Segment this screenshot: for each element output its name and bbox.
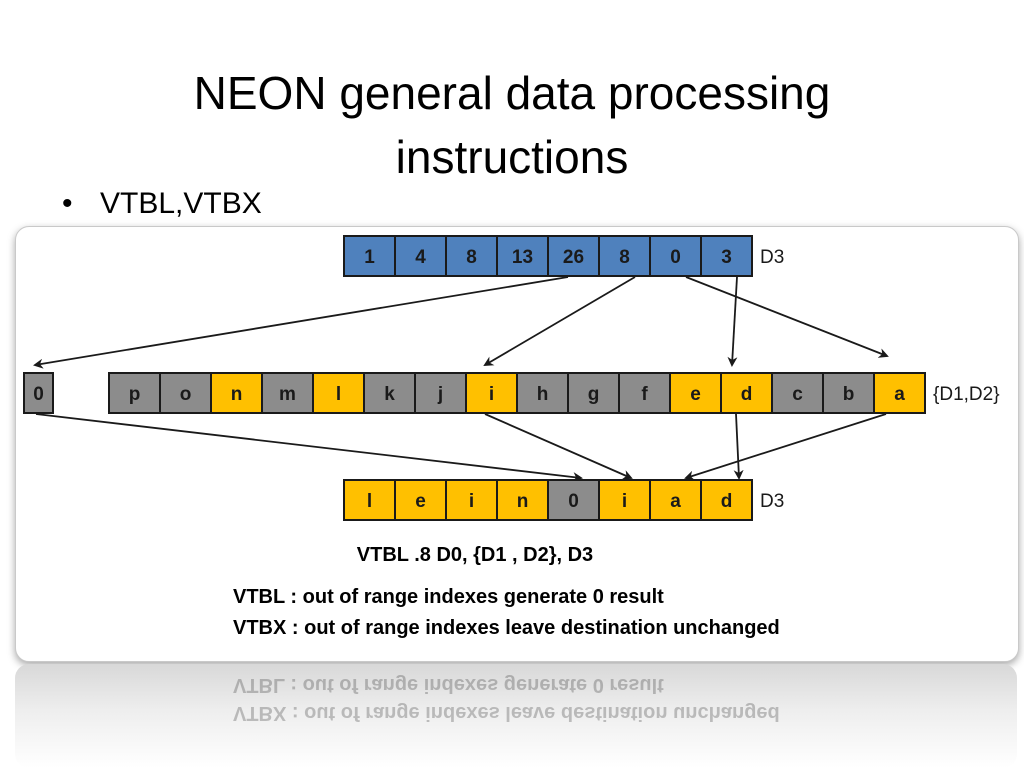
table-register-cell-text: i (489, 384, 494, 405)
table-register-cell-text: g (588, 384, 600, 405)
table-register-label: {D1,D2} (933, 384, 1000, 405)
result-register-cell-text: i (469, 491, 474, 512)
result-register-cell-text: e (415, 491, 426, 512)
table-register-cell-text: m (279, 384, 296, 405)
instruction-text: VTBL .8 D0, {D1 , D2}, D3 (357, 544, 593, 566)
result-register-cell (394, 479, 447, 521)
bullet-dot: • (62, 187, 73, 220)
slide-title: NEON general data processing instruction… (0, 61, 1024, 189)
index-register-cell-text: 26 (563, 247, 584, 268)
index-register-cell (649, 235, 702, 277)
result-register-cell (496, 479, 549, 521)
result-register-cell (547, 479, 600, 521)
table-register-cell-text: k (384, 384, 395, 405)
table-register-cell (210, 372, 263, 414)
table-register-cell (312, 372, 365, 414)
out-of-range-cell (23, 372, 54, 414)
table-register-cell-text: f (641, 384, 648, 405)
title-line-2: instructions (395, 130, 629, 183)
index-register-cell-text: 13 (512, 247, 533, 268)
table-register-cell (363, 372, 416, 414)
table-register-cell (414, 372, 467, 414)
arrow-index-8-to-i (483, 276, 636, 367)
arrow-index-0-to-a (685, 276, 889, 358)
reflection-note-vtbl: VTBL : out of range indexes generate 0 r… (233, 674, 664, 696)
result-register-cell-text: n (517, 491, 529, 512)
arrow-i-to-result (484, 413, 633, 480)
note-vtbx: VTBX : out of range indexes leave destin… (233, 617, 780, 639)
mapping-arrows (33, 276, 889, 483)
index-register-cell-text: 3 (721, 247, 732, 268)
result-register-cell-text: d (721, 491, 733, 512)
table-register-cell (567, 372, 620, 414)
index-register-cell (598, 235, 651, 277)
index-register-cell-text: 8 (466, 247, 477, 268)
out-of-range-zero-cell: 0 (23, 372, 54, 414)
arrow-index-26-to-zero (33, 276, 569, 369)
result-register-cell (700, 479, 753, 521)
table-register-cell (771, 372, 824, 414)
table-register-cell-text: j (437, 384, 443, 405)
note-vtbl: VTBL : out of range indexes generate 0 r… (233, 586, 664, 608)
result-register-cell-text: a (670, 491, 681, 512)
table-register-cell (873, 372, 926, 414)
table-register-cell-text: h (537, 384, 549, 405)
index-register-cell-text: 4 (415, 247, 426, 268)
bullet-text: VTBL,VTBX (100, 187, 262, 220)
reflection-note-vtbx: VTBX : out of range indexes leave destin… (233, 702, 780, 724)
result-register-cell-text: l (367, 491, 372, 512)
arrow-zero-to-result (35, 413, 583, 483)
arrow-index-3-to-d (727, 276, 738, 367)
table-register-cell (822, 372, 875, 414)
index-register-cell-text: 1 (364, 247, 375, 268)
result-register-cell-text: i (622, 491, 627, 512)
table-register-cell (261, 372, 314, 414)
table-register-cell-text: d (741, 384, 753, 405)
index-register-cell-text: 8 (619, 247, 630, 268)
table-register: p o n m l k j i h g f e d c b a {D1,D2} (108, 372, 1000, 414)
table-register-cell (465, 372, 518, 414)
reflection-text: VTBL : out of range indexes generate 0 r… (15, 664, 1017, 768)
index-register: 1 4 8 13 26 8 0 3 D3 (343, 235, 784, 277)
result-register-label: D3 (760, 491, 784, 512)
table-register-cell-text: b (843, 384, 855, 405)
index-register-cell-text: 0 (670, 247, 681, 268)
bullet-item: • VTBL,VTBX (62, 184, 262, 224)
table-register-cell-text: l (336, 384, 341, 405)
arrow-d-to-result (733, 413, 744, 480)
result-register-cell (598, 479, 651, 521)
table-register-cell (618, 372, 671, 414)
index-register-label: D3 (760, 247, 784, 268)
table-register-cell-text: a (894, 384, 905, 405)
table-register-cell-text: n (231, 384, 243, 405)
table-register-cell-text: o (180, 384, 192, 405)
arrow-a-to-result (684, 413, 887, 481)
out-of-range-cell-text: 0 (33, 384, 44, 405)
title-line-1: NEON general data processing (193, 66, 831, 119)
table-register-cell (159, 372, 212, 414)
table-register-cell (720, 372, 773, 414)
result-register-cell (343, 479, 396, 521)
table-register-cell-text: c (792, 384, 803, 405)
panel-reflection: VTBL : out of range indexes generate 0 r… (15, 664, 1017, 768)
table-register-cell (516, 372, 569, 414)
index-register-cell (394, 235, 447, 277)
table-register-cell-text: e (690, 384, 701, 405)
index-register-cell (700, 235, 753, 277)
index-register-cell (343, 235, 396, 277)
result-register-cell-text: 0 (568, 491, 579, 512)
table-register-cell-text: p (129, 384, 141, 405)
result-register: l e i n 0 i a d D3 (343, 479, 784, 521)
